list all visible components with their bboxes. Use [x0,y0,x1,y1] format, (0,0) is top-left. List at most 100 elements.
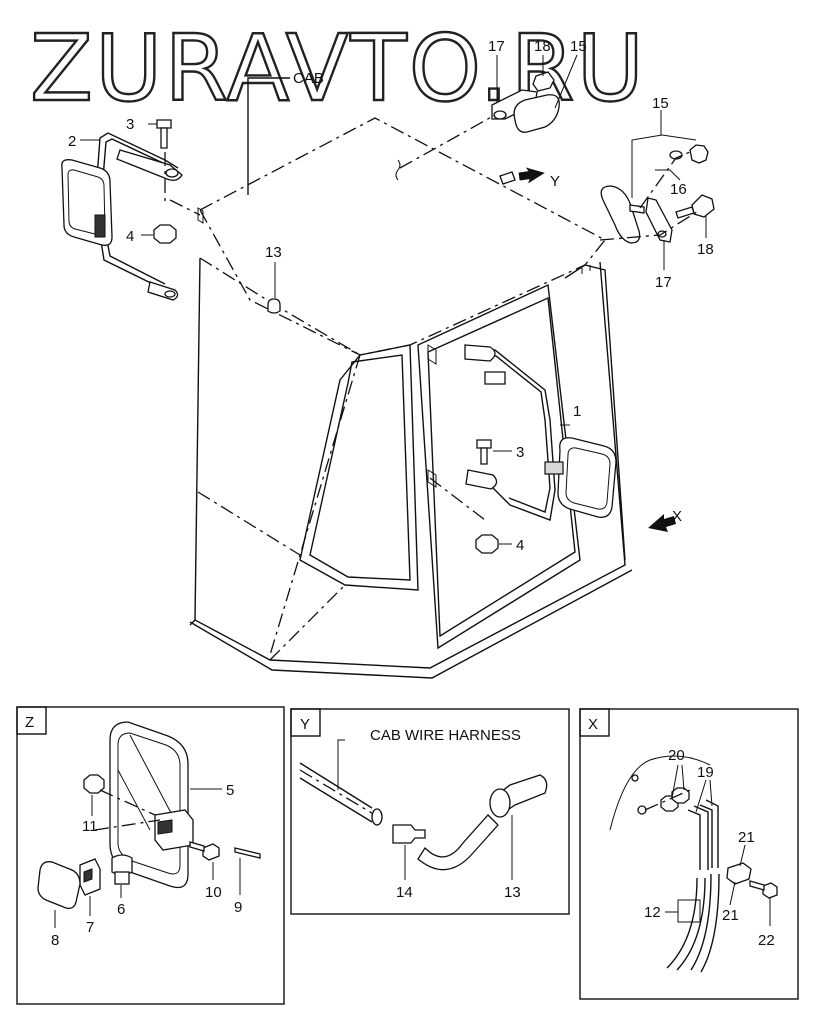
bolt-22-shank [749,880,765,891]
callout-15-right: 15 [652,95,669,112]
top-bolt-18 [532,71,555,92]
bracket-7-dark [83,868,93,883]
callout-18-top: 18 [534,38,551,55]
panel-z: Z 5 11 10 9 6 7 8 [16,706,285,1005]
leader-15-right [631,134,697,198]
callout-4-left: 4 [126,228,134,245]
cab-connector-13 [267,262,281,314]
left-mirror-stay-upper [96,132,179,179]
leader-21-bottom [729,881,736,906]
callout-20: 20 [668,747,685,764]
nut-11-guide [99,789,156,816]
callout-5: 5 [226,782,234,799]
roof-mark [395,159,401,181]
panel-x-body-edge [609,755,711,831]
cab-corner [189,619,196,626]
left-mount-plate [197,207,204,224]
leader-21-top [739,844,746,867]
callout-3-right: 3 [516,444,524,461]
left-guide-2 [169,199,201,216]
mirror-clamp-dark [157,819,173,835]
cab-label: CAB [293,70,324,87]
callout-1: 1 [573,403,581,420]
callout-7: 7 [86,919,94,936]
bolt-22 [762,882,778,899]
lower-window-line [269,584,346,661]
right-guide [429,477,486,521]
callout-17-top: 17 [488,38,505,55]
callout-19: 19 [697,764,714,781]
roof-rear-mark [581,265,591,274]
panel-x: X 20 19 21 21 22 12 [579,708,799,1000]
cab-body: CAB [189,70,633,679]
view-x-arrow: X [648,508,682,532]
panel-y-tag-box [290,708,321,737]
roof-connector [499,171,516,185]
left-mirror-clamp [94,214,106,238]
door-frame [417,283,581,650]
right-mirror-head-1 [557,437,617,518]
front-window-inner [309,354,411,581]
top-mirror-head [513,94,560,133]
view-y-arrow: Y [518,167,560,190]
right-stay-1 [470,349,556,521]
callout-21-top: 21 [738,829,755,846]
leader-16 [655,169,681,181]
pipe-19a [687,805,709,870]
callout-10: 10 [205,884,222,901]
callout-16: 16 [670,181,687,198]
right-mirror-head [600,185,641,244]
callout-13-panel: 13 [504,884,521,901]
leader-20 [671,764,685,799]
callout-4-right: 4 [516,537,524,554]
panel-x-tag: X [588,716,598,733]
callout-11: 11 [82,818,98,835]
leader-12 [665,899,701,923]
callout-12: 12 [644,904,661,921]
leader-19 [695,779,713,813]
top-mirror-guide [399,114,496,169]
right-lower-bracket [465,469,498,490]
left-lower-bracket-hole [164,290,176,298]
right-door-mirror [427,344,617,554]
nut-20b [671,787,690,804]
left-bolt-shank [160,127,168,149]
side-panel-line [197,491,301,556]
connector-13-ring [489,788,511,818]
panel-y: Y CAB WIRE HARNESS 14 13 [290,708,570,915]
left-mirror-stay-upper-2 [102,138,166,179]
panel-x-hole-2 [637,805,647,815]
nut-15 [689,144,709,164]
right-stay-1b [478,355,551,513]
nut-11 [83,774,105,794]
right-mirror-clamp-1 [544,461,564,475]
bolt-18-shank [675,206,695,219]
right-bolt-shank [480,447,488,465]
callout-6: 6 [117,901,125,918]
rear-pillar [564,264,626,561]
harness-tube-end [371,808,383,826]
door-inner [427,296,576,638]
pin-9 [234,847,261,859]
view-x-arrow-shape [648,514,676,532]
callout-14: 14 [396,884,413,901]
panel-z-guide [94,819,161,831]
panel-x-frame [579,708,799,1000]
callout-21-bottom: 21 [722,907,739,924]
panel-y-frame [290,708,570,915]
view-y-arrow-shape [518,167,545,184]
clamp-21 [726,862,752,885]
cab-lower-outline [194,257,626,669]
right-bolt-head [476,439,492,449]
right-guide-2 [639,151,691,209]
callout-9: 9 [234,899,242,916]
harness-tube [299,762,373,823]
panel-z-tag: Z [25,714,34,731]
hose [417,814,499,871]
right-upper-bracket [464,344,496,362]
bolt-10 [202,843,220,861]
callout-22: 22 [758,932,775,949]
watermark-text: ZURAVTO.RU [30,15,646,122]
